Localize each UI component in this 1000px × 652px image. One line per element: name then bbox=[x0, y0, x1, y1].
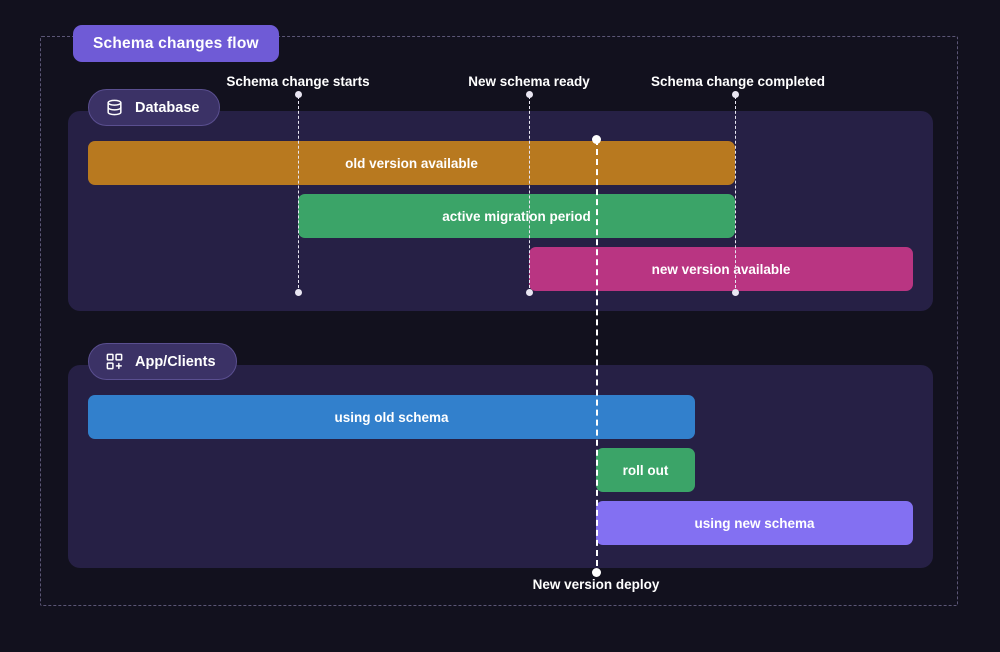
lane-label-database: Database bbox=[88, 89, 221, 126]
bar-active-migration-period[interactable]: active migration period bbox=[298, 194, 735, 238]
milestone-label-schema-change-completed: Schema change completed bbox=[650, 74, 826, 89]
milestone-dot-bottom-schema-change-starts bbox=[294, 289, 302, 296]
bar-label-new-version-available: new version available bbox=[651, 261, 791, 277]
diagram-title-pill: Schema changes flow bbox=[73, 25, 279, 62]
diagram-outer-frame bbox=[40, 36, 958, 606]
bar-using-new-schema[interactable]: using new schema bbox=[596, 501, 913, 545]
bar-label-active-migration-period: active migration period bbox=[442, 208, 591, 224]
deploy-line-new-version-deploy bbox=[596, 139, 598, 576]
milestone-label-new-schema-ready: New schema ready bbox=[468, 74, 590, 89]
lane-label-text-database: Database bbox=[135, 99, 200, 116]
database-icon bbox=[105, 98, 124, 117]
bar-label-using-old-schema: using old schema bbox=[334, 409, 449, 425]
app-grid-plus-icon bbox=[105, 352, 124, 371]
lane-label-app-clients: App/Clients bbox=[88, 343, 237, 380]
milestone-dot-bottom-new-schema-ready bbox=[525, 289, 533, 296]
diagram-title-label: Schema changes flow bbox=[93, 34, 259, 52]
bar-label-using-new-schema: using new schema bbox=[694, 515, 815, 531]
milestone-label-schema-change-starts: Schema change starts bbox=[226, 74, 370, 89]
bar-new-version-available[interactable]: new version available bbox=[529, 247, 913, 291]
bar-old-version-available[interactable]: old version available bbox=[88, 141, 735, 185]
milestone-dot-bottom-schema-change-completed bbox=[731, 289, 739, 296]
milestone-line-schema-change-completed bbox=[735, 96, 736, 293]
milestone-dot-top-schema-change-starts bbox=[294, 91, 302, 98]
bar-label-old-version-available: old version available bbox=[345, 155, 478, 171]
bar-using-old-schema[interactable]: using old schema bbox=[88, 395, 695, 439]
deploy-label-new-version-deploy: New version deploy bbox=[532, 577, 660, 592]
bar-label-roll-out: roll out bbox=[622, 462, 669, 478]
lane-label-text-app-clients: App/Clients bbox=[135, 353, 216, 370]
milestone-dot-top-new-schema-ready bbox=[525, 91, 533, 98]
deploy-dot-bottom bbox=[591, 568, 601, 577]
milestone-line-schema-change-starts bbox=[298, 96, 299, 293]
deploy-dot-top bbox=[591, 135, 601, 144]
bar-roll-out[interactable]: roll out bbox=[596, 448, 695, 492]
milestone-line-new-schema-ready bbox=[529, 96, 530, 293]
milestone-dot-top-schema-change-completed bbox=[731, 91, 739, 98]
